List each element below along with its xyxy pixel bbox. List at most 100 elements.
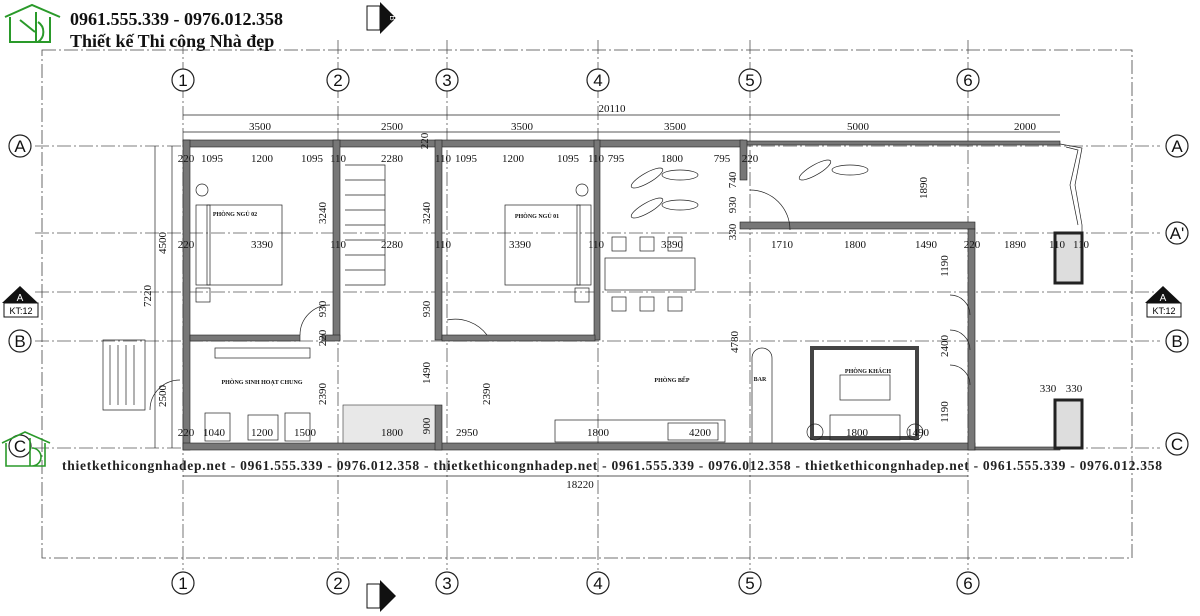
svg-text:5: 5 bbox=[745, 574, 754, 593]
room-label-living-area: PHÒNG SINH HOẠT CHUNG bbox=[221, 378, 302, 386]
svg-text:KT:12: KT:12 bbox=[1152, 306, 1175, 316]
dim: 1200 bbox=[251, 427, 274, 439]
dim: 110 bbox=[588, 239, 605, 251]
dim: 930 bbox=[317, 300, 329, 317]
dim: 220 bbox=[178, 153, 195, 165]
dim: 900 bbox=[421, 417, 433, 434]
dim-overall-top: 20110 bbox=[598, 103, 626, 115]
dim: 1200 bbox=[502, 153, 525, 165]
dim: 1800 bbox=[661, 153, 684, 165]
dim: 930 bbox=[421, 300, 433, 317]
dim: 1800 bbox=[846, 427, 869, 439]
dim: 2950 bbox=[456, 427, 479, 439]
svg-text:C: C bbox=[14, 437, 26, 456]
dim: 330 bbox=[1066, 383, 1083, 395]
watermark-text: thietkethicongnhadep.net - 0961.555.339 … bbox=[62, 458, 1162, 473]
svg-text:A: A bbox=[1160, 293, 1167, 304]
dim: 2280 bbox=[381, 153, 404, 165]
room-label-living-room: PHÒNG KHÁCH bbox=[845, 367, 891, 375]
dim: 2390 bbox=[481, 383, 493, 406]
room-labels: PHÒNG NGỦ 02 PHÒNG NGỦ 01 PHÒNG SINH HOẠ… bbox=[213, 210, 892, 386]
dim: 330 bbox=[1040, 383, 1057, 395]
dim: 1800 bbox=[587, 427, 610, 439]
svg-text:2: 2 bbox=[333, 71, 342, 90]
dim: 1200 bbox=[251, 153, 274, 165]
svg-text:A: A bbox=[17, 293, 24, 304]
svg-text:A': A' bbox=[1170, 224, 1185, 243]
svg-text:3: 3 bbox=[442, 574, 451, 593]
dim: 1190 bbox=[939, 401, 951, 423]
grid-bubble-6: 66 bbox=[956, 68, 980, 595]
dim: 3500 bbox=[664, 121, 687, 133]
furniture bbox=[102, 164, 971, 443]
svg-text:4: 4 bbox=[593, 574, 602, 593]
dim: 1890 bbox=[918, 177, 930, 200]
svg-text:1: 1 bbox=[178, 71, 187, 90]
svg-text:B: B bbox=[1171, 332, 1182, 351]
dim: 1095 bbox=[201, 153, 224, 165]
dim: 220 bbox=[178, 239, 195, 251]
dim: 2500 bbox=[157, 385, 169, 408]
dim: 1800 bbox=[844, 239, 867, 251]
room-label-bedroom-01: PHÒNG NGỦ 01 bbox=[515, 212, 559, 220]
header-slogan: Thiết kế Thi công Nhà đẹp bbox=[70, 31, 274, 51]
dim: 220 bbox=[178, 427, 195, 439]
dim: 2000 bbox=[1014, 121, 1037, 133]
grid-bubble-A-prime: A' bbox=[1165, 221, 1189, 245]
svg-text:A: A bbox=[1171, 137, 1183, 156]
dim: 1490 bbox=[915, 239, 938, 251]
dim: 110 bbox=[330, 153, 347, 165]
svg-text:C: C bbox=[1171, 435, 1183, 454]
header-phones: 0961.555.339 - 0976.012.358 bbox=[70, 9, 283, 29]
dim: 1890 bbox=[1004, 239, 1027, 251]
dim: 740 bbox=[727, 171, 739, 188]
grid-bubble-2: 22 bbox=[326, 68, 350, 595]
svg-text:4: 4 bbox=[593, 71, 602, 90]
dim: 1040 bbox=[203, 427, 226, 439]
walls bbox=[182, 139, 1084, 451]
dim: 1190 bbox=[939, 255, 951, 277]
svg-text:2: 2 bbox=[333, 574, 342, 593]
dim: 3390 bbox=[251, 239, 274, 251]
logo bbox=[4, 3, 61, 43]
dim: 795 bbox=[714, 153, 731, 165]
grid-bubble-5: 55 bbox=[738, 68, 762, 595]
dim: 3240 bbox=[421, 202, 433, 225]
dim: 330 bbox=[727, 223, 739, 240]
dim: 1500 bbox=[294, 427, 317, 439]
dim: 110 bbox=[435, 239, 452, 251]
dim: 1095 bbox=[557, 153, 580, 165]
svg-text:B: B bbox=[14, 332, 25, 351]
dim: 2500 bbox=[381, 121, 404, 133]
dim: 3240 bbox=[317, 202, 329, 225]
dim: 1800 bbox=[381, 427, 404, 439]
svg-text:B: B bbox=[388, 15, 397, 20]
dim-overall-bottom: 18220 bbox=[566, 479, 594, 491]
dim: 110 bbox=[588, 153, 605, 165]
dim: 1710 bbox=[771, 239, 794, 251]
dimension-lines bbox=[154, 114, 1060, 477]
dim: 220 bbox=[742, 153, 759, 165]
dim: 4200 bbox=[689, 427, 712, 439]
grid-bubble-4: 44 bbox=[586, 68, 610, 595]
svg-text:A: A bbox=[14, 137, 26, 156]
logo-bottom bbox=[1, 431, 51, 467]
dim: 110 bbox=[1049, 239, 1066, 251]
room-label-kitchen: PHÒNG BẾP bbox=[654, 376, 690, 384]
grid-bubble-3: 33 bbox=[435, 68, 459, 595]
dim: 795 bbox=[608, 153, 625, 165]
svg-text:1: 1 bbox=[178, 574, 187, 593]
dim: 220 bbox=[317, 329, 329, 346]
dim: 7220 bbox=[142, 285, 154, 308]
section-markers: A KT:12 A KT:12 B bbox=[2, 2, 1182, 612]
dim: 4500 bbox=[157, 232, 169, 255]
dim: 1490 bbox=[421, 362, 433, 385]
dim: 3500 bbox=[249, 121, 272, 133]
motorbikes bbox=[630, 159, 869, 219]
svg-text:6: 6 bbox=[963, 574, 972, 593]
dim: 5000 bbox=[847, 121, 870, 133]
